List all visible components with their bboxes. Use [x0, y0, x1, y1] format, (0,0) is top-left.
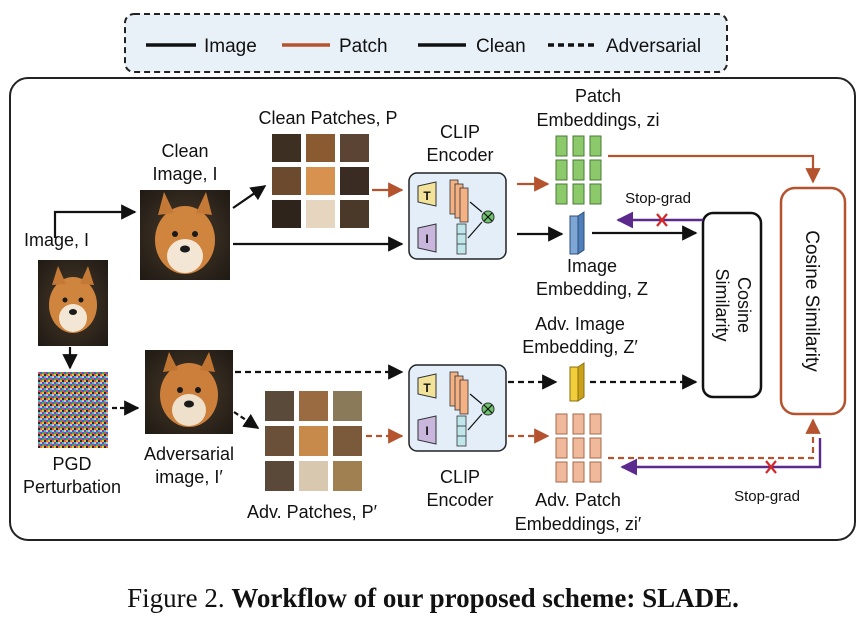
clean-patches-grid: [272, 134, 369, 228]
legend-patch-label: Patch: [339, 36, 388, 57]
clean-patches-label: Clean Patches, P: [258, 108, 397, 128]
encoder-t-letter: T: [423, 189, 431, 203]
legend-image-label: Image: [204, 36, 257, 57]
adv-patches-label: Adv. Patches, P′: [247, 502, 378, 522]
patch-emb-label-2: Embeddings, zi: [536, 110, 659, 130]
patch-emb-label-1: Patch: [575, 86, 621, 106]
encoder-i-letter-bottom: I: [425, 424, 428, 438]
stopgrad-top-cross-icon: [656, 213, 668, 227]
image-emb-label-2: Embedding, Z: [536, 279, 648, 299]
arrow-to-clean-image: [53, 204, 137, 238]
image-input-label: Image, I: [24, 230, 89, 250]
clean-dog-image: [140, 190, 230, 280]
legend-adversarial-label: Adversarial: [606, 36, 701, 57]
stopgrad-top-label: Stop-grad: [625, 190, 691, 207]
legend-clean-label: Clean: [476, 36, 526, 57]
pgd-label-1: PGD: [52, 454, 91, 474]
adv-image-label-2: image, I′: [155, 467, 223, 487]
adv-patches-grid: [265, 391, 362, 491]
adv-patch-emb-label-2: Embeddings, zi′: [515, 514, 642, 534]
arrow-adv-patch-emb-to-cosine: [608, 418, 821, 460]
encoder-t-letter-bottom: T: [423, 381, 431, 395]
main-frame: [9, 77, 856, 541]
input-dog-image: [38, 260, 108, 346]
cosine-small-label-1: Cosine: [734, 277, 754, 333]
clean-image-label-2: Image, I: [152, 164, 217, 184]
adv-image-embedding-bar: [569, 362, 585, 402]
patch-embeddings-cubes: [555, 135, 602, 205]
image-emb-label-1: Image: [567, 256, 617, 276]
stopgrad-bottom-cross-icon: [765, 460, 777, 474]
clip-bottom-label-2: Encoder: [426, 490, 493, 510]
encoder-i-letter: I: [425, 232, 428, 246]
adv-image-emb-label-2: Embedding, Z′: [522, 337, 638, 357]
clip-bottom-label-1: CLIP: [440, 467, 480, 487]
adv-image-label-1: Adversarial: [144, 444, 234, 464]
stopgrad-bottom-arrow: [620, 438, 822, 476]
cosine-big-label: Cosine Similarity: [801, 230, 822, 372]
arrow-patch-emb-to-cosine: [608, 154, 821, 184]
stopgrad-bottom-label: Stop-grad: [734, 488, 800, 505]
figure-caption: Figure 2. Workflow of our proposed schem…: [127, 583, 739, 613]
image-embedding-bar: [569, 211, 585, 255]
cosine-similarity-box: [701, 211, 763, 399]
clean-image-label-1: Clean: [161, 141, 208, 161]
clip-encoder-bottom: T I: [408, 364, 507, 452]
adv-patch-embeddings-cubes: [555, 413, 602, 483]
legend: Image Patch Clean Adversarial: [124, 13, 728, 73]
pgd-noise-image: [38, 372, 108, 448]
adv-patch-emb-label-1: Adv. Patch: [535, 490, 621, 510]
clip-top-label-2: Encoder: [426, 145, 493, 165]
caption-bold: Workflow of our proposed scheme: SLADE.: [231, 583, 739, 613]
legend-box: [124, 13, 728, 73]
adv-image-emb-label-1: Adv. Image: [535, 314, 625, 334]
caption-prefix: Figure 2.: [127, 583, 231, 613]
clip-top-label-1: CLIP: [440, 122, 480, 142]
cosine-similarity-patch-box: [779, 186, 847, 416]
arrow-adv-to-patches: [233, 411, 260, 429]
adversarial-dog-image: [145, 350, 233, 434]
cosine-small-label-2: Similarity: [712, 268, 732, 341]
pgd-label-2: Perturbation: [23, 477, 121, 497]
clip-encoder-top: T I: [408, 172, 507, 260]
arrow-clean-to-patches: [232, 185, 267, 209]
